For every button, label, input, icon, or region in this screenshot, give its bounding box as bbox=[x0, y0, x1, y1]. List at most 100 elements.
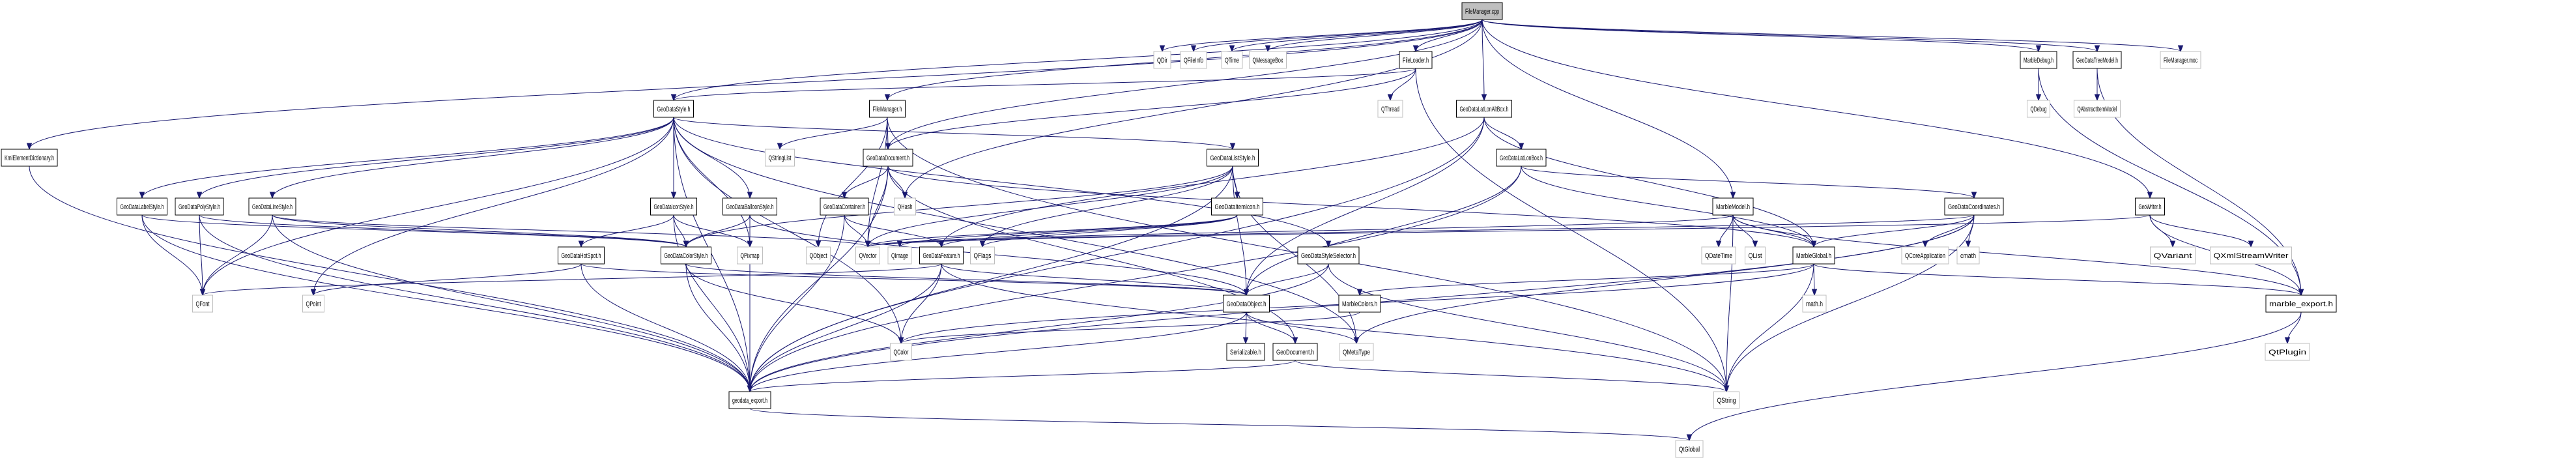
node-serializable-h[interactable]: Serializable.h bbox=[1226, 343, 1265, 361]
node-geodatahotspot-h[interactable]: GeoDataHotSpot.h bbox=[558, 246, 605, 265]
arrowhead-icon bbox=[1229, 143, 1236, 151]
node-label: QString bbox=[1717, 397, 1736, 405]
node-geodatapolystyle-h[interactable]: GeoDataPolyStyle.h bbox=[175, 197, 224, 216]
edge-filemanager-cpp-to-filemanager-moc bbox=[1481, 19, 2184, 53]
node-qlist: QList bbox=[1745, 246, 1766, 265]
edge-line bbox=[199, 214, 751, 392]
edge-line bbox=[580, 214, 674, 248]
node-kmlelementdictionary-h[interactable]: KmlElementDictionary.h bbox=[1, 149, 58, 167]
node-geodataliststyle-h[interactable]: GeoDataListStyle.h bbox=[1207, 149, 1259, 167]
edge-geodataobject-h-to-geodocument-h bbox=[1246, 311, 1298, 345]
node-geodatastyleselector-h[interactable]: GeoDataStyleSelector.h bbox=[1297, 246, 1360, 265]
edge-geodatastyle-h-to-geodatapolystyle-h bbox=[196, 117, 674, 199]
node-label: QStringList bbox=[769, 154, 792, 162]
edge-filemanager-cpp-to-marblemodel-h bbox=[1481, 19, 1736, 199]
arrowhead-icon bbox=[578, 240, 584, 248]
edge-geodatadocument-h-to-geodatacontainer-h bbox=[841, 166, 889, 199]
node-geodatacoordinates-h[interactable]: GeoDataCoordinates.h bbox=[1944, 197, 2004, 216]
node-box bbox=[1339, 343, 1374, 361]
node-geodatatreemodel-h[interactable]: GeoDataTreeModel.h bbox=[2072, 51, 2122, 69]
node-geodataitemicon-h[interactable]: GeoDataItemIcon.h bbox=[1211, 197, 1263, 216]
edge-geodatalinestyle-h-to-geodata-export-h bbox=[272, 214, 753, 393]
edge-line bbox=[313, 263, 582, 296]
node-geodatastyle-h[interactable]: GeoDataStyle.h bbox=[653, 100, 694, 118]
node-marblecolors-h[interactable]: MarbleColors.h bbox=[1338, 295, 1381, 313]
edge-geodatadocument-h-to-qvector bbox=[865, 166, 889, 248]
edge-line bbox=[749, 214, 845, 392]
edge-geodatahotspot-h-to-qpoint bbox=[310, 263, 582, 296]
edge-geodatastyleselector-h-to-geodataobject-h bbox=[1243, 263, 1329, 296]
node-box bbox=[1901, 246, 1949, 265]
edge-marbleglobal-h-to-math-h bbox=[1811, 263, 1818, 296]
node-box bbox=[869, 100, 906, 118]
edge-line bbox=[1481, 19, 2039, 52]
edge-line bbox=[982, 166, 1233, 248]
node-geodatadocument-h[interactable]: GeoDataDocument.h bbox=[863, 149, 913, 167]
node-geodatacontainer-h[interactable]: GeoDataContainer.h bbox=[820, 197, 869, 216]
node-box bbox=[723, 197, 777, 216]
node-geodatalatlonbox-h[interactable]: GeoDataLatLonBox.h bbox=[1496, 149, 1547, 167]
edge-marble-export-h-to-qtplugin bbox=[2284, 311, 2302, 345]
node-fileloader-h[interactable]: FileLoader.h bbox=[1399, 51, 1433, 69]
node-box bbox=[1701, 246, 1736, 265]
node-label: GeoDataHotSpot.h bbox=[562, 252, 601, 260]
node-geodata-export-h[interactable]: geodata_export.h bbox=[728, 391, 771, 409]
node-box bbox=[919, 246, 964, 265]
node-geodatalinestyle-h[interactable]: GeoDataLineStyle.h bbox=[248, 197, 296, 216]
node-qpoint: QPoint bbox=[302, 295, 324, 313]
arrowhead-icon bbox=[670, 192, 677, 199]
node-filemanager-h[interactable]: FileManager.h bbox=[869, 100, 906, 118]
node-label: MarbleModel.h bbox=[1716, 203, 1750, 211]
edge-line bbox=[199, 214, 687, 248]
node-marble-export-h[interactable]: marble_export.h bbox=[2265, 295, 2337, 313]
node-marbleglobal-h[interactable]: MarbleGlobal.h bbox=[1792, 246, 1835, 265]
edge-line bbox=[818, 117, 888, 248]
edge-line bbox=[900, 311, 1360, 344]
edge-line bbox=[1732, 214, 2302, 296]
edge-fileloader-h-to-qthread bbox=[1387, 68, 1416, 102]
edge-marblemodel-h-to-qdatetime bbox=[1715, 214, 1734, 248]
node-marblemodel-h[interactable]: MarbleModel.h bbox=[1712, 197, 1754, 216]
node-filemanager-cpp[interactable]: FileManager.cpp bbox=[1461, 2, 1503, 20]
node-box bbox=[2020, 51, 2057, 69]
edge-line bbox=[1328, 263, 1727, 392]
node-label: FileManager.cpp bbox=[1465, 8, 1499, 16]
edge-line bbox=[1481, 19, 1485, 101]
edge-filemanager-h-to-qvector bbox=[865, 117, 888, 248]
arrowhead-icon bbox=[269, 192, 276, 199]
node-box bbox=[737, 246, 763, 265]
node-geodataobject-h[interactable]: GeoDataObject.h bbox=[1223, 295, 1270, 313]
node-marbledebug-h[interactable]: MarbleDebug.h bbox=[2020, 51, 2057, 69]
node-geodatalabelstyle-h[interactable]: GeoDataLabelStyle.h bbox=[117, 197, 167, 216]
node-geowriter-h[interactable]: GeoWriter.h bbox=[2135, 197, 2165, 216]
edge-filemanager-cpp-to-geodatastyle-h bbox=[670, 19, 1483, 102]
node-geodatalatlonaltbox-h[interactable]: GeoDataLatLonAltBox.h bbox=[1456, 100, 1512, 118]
node-box bbox=[765, 149, 795, 167]
edge-line bbox=[1481, 19, 2098, 52]
node-geodocument-h[interactable]: GeoDocument.h bbox=[1272, 343, 1318, 361]
edge-geodatastyleselector-h-to-qstring bbox=[1328, 263, 1730, 393]
node-geodatafeature-h[interactable]: GeoDataFeature.h bbox=[919, 246, 964, 265]
edge-marblecolors-h-to-qcolor bbox=[898, 311, 1360, 345]
node-box bbox=[2135, 197, 2165, 216]
edge-geodataobject-h-to-qmetatype bbox=[1246, 311, 1360, 345]
arrowhead-icon bbox=[747, 385, 753, 393]
node-geodataiconstyle-h[interactable]: GeoDataIconStyle.h bbox=[650, 197, 697, 216]
node-geodataballoonstyle-h[interactable]: GeoDataBalloonStyle.h bbox=[723, 197, 777, 216]
node-box bbox=[1226, 343, 1265, 361]
edges-layer bbox=[26, 19, 2304, 442]
node-label: KmlElementDictionary.h bbox=[5, 154, 54, 162]
arrowhead-icon bbox=[884, 94, 891, 102]
edge-line bbox=[941, 263, 1247, 296]
edge-line bbox=[1359, 263, 1814, 296]
edge-line bbox=[1813, 263, 2302, 296]
arrowhead-icon bbox=[1190, 45, 1197, 53]
node-label: QCoreApplication bbox=[1905, 252, 1945, 260]
node-box bbox=[117, 197, 167, 216]
node-geodatacolorstyle-h[interactable]: GeoDataColorStyle.h bbox=[661, 246, 711, 265]
edge-line bbox=[867, 214, 1734, 248]
node-qfont: QFont bbox=[192, 295, 213, 313]
node-label: GeoDataLatLonBox.h bbox=[1500, 154, 1543, 162]
node-box bbox=[1211, 197, 1263, 216]
edge-line bbox=[749, 214, 1247, 296]
